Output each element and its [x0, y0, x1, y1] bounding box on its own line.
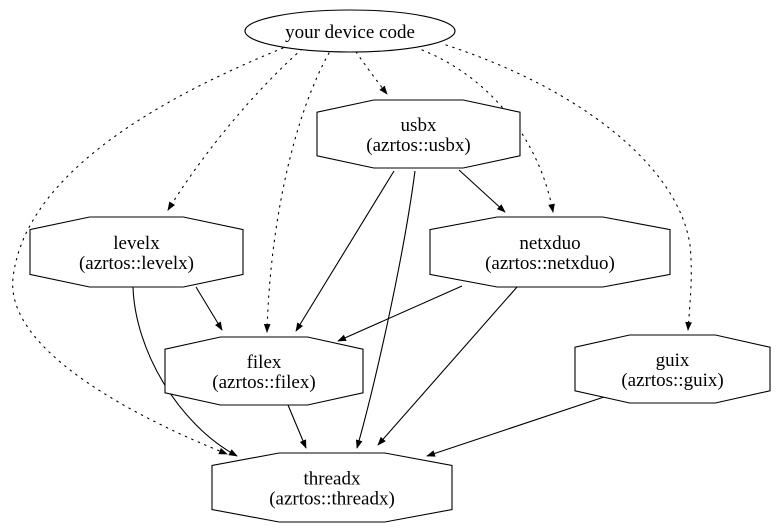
threadx-octagon-shape — [211, 452, 453, 523]
nodes-layer: your device codeusbx(azrtos::usbx)levelx… — [29, 9, 771, 523]
edge-usbx-threadx — [355, 170, 416, 449]
netxduo-octagon-shape — [429, 216, 671, 288]
netxduo-sublabel: (azrtos::netxduo) — [485, 253, 615, 274]
guix-octagon-shape — [574, 334, 771, 404]
device-ellipse-shape — [244, 9, 456, 53]
levelx-label: levelx — [113, 233, 160, 254]
node-threadx: threadx(azrtos::threadx) — [211, 452, 453, 523]
filex-sublabel: (azrtos::filex) — [212, 372, 315, 393]
edge-usbx-netxduo — [458, 169, 506, 213]
edge-netxduo-threadx — [377, 286, 518, 446]
edge-netxduo-filex — [337, 285, 463, 342]
levelx-octagon-shape — [29, 216, 244, 288]
edge-levelx-threadx — [132, 286, 238, 457]
edge-filex-threadx — [287, 404, 307, 449]
guix-sublabel: (azrtos::guix) — [621, 370, 723, 391]
threadx-sublabel: (azrtos::threadx) — [269, 489, 395, 510]
edge-guix-threadx — [426, 396, 605, 457]
guix-label: guix — [656, 350, 690, 371]
node-filex: filex(azrtos::filex) — [164, 336, 364, 406]
node-guix: guix(azrtos::guix) — [574, 334, 771, 404]
levelx-sublabel: (azrtos::levelx) — [79, 253, 194, 274]
edge-usbx-filex — [295, 170, 395, 332]
node-usbx: usbx(azrtos::usbx) — [316, 99, 521, 169]
usbx-sublabel: (azrtos::usbx) — [366, 135, 470, 156]
filex-label: filex — [247, 352, 282, 373]
usbx-label: usbx — [401, 115, 437, 136]
edge-device-threadx-dotted — [12, 47, 284, 455]
edge-device-filex-dotted — [263, 52, 330, 333]
edges-layer — [12, 44, 692, 457]
edge-device-netxduo-dotted — [421, 49, 555, 213]
node-device: your device code — [244, 9, 456, 53]
edge-device-usbx-dotted — [355, 51, 388, 95]
edge-device-levelx-dotted — [167, 48, 303, 211]
filex-octagon-shape — [164, 336, 364, 406]
node-levelx: levelx(azrtos::levelx) — [29, 216, 244, 288]
node-netxduo: netxduo(azrtos::netxduo) — [429, 216, 671, 288]
device-label: your device code — [285, 22, 415, 43]
usbx-octagon-shape — [316, 99, 521, 169]
threadx-label: threadx — [304, 469, 361, 490]
netxduo-label: netxduo — [519, 233, 580, 254]
edge-levelx-filex — [195, 286, 223, 331]
